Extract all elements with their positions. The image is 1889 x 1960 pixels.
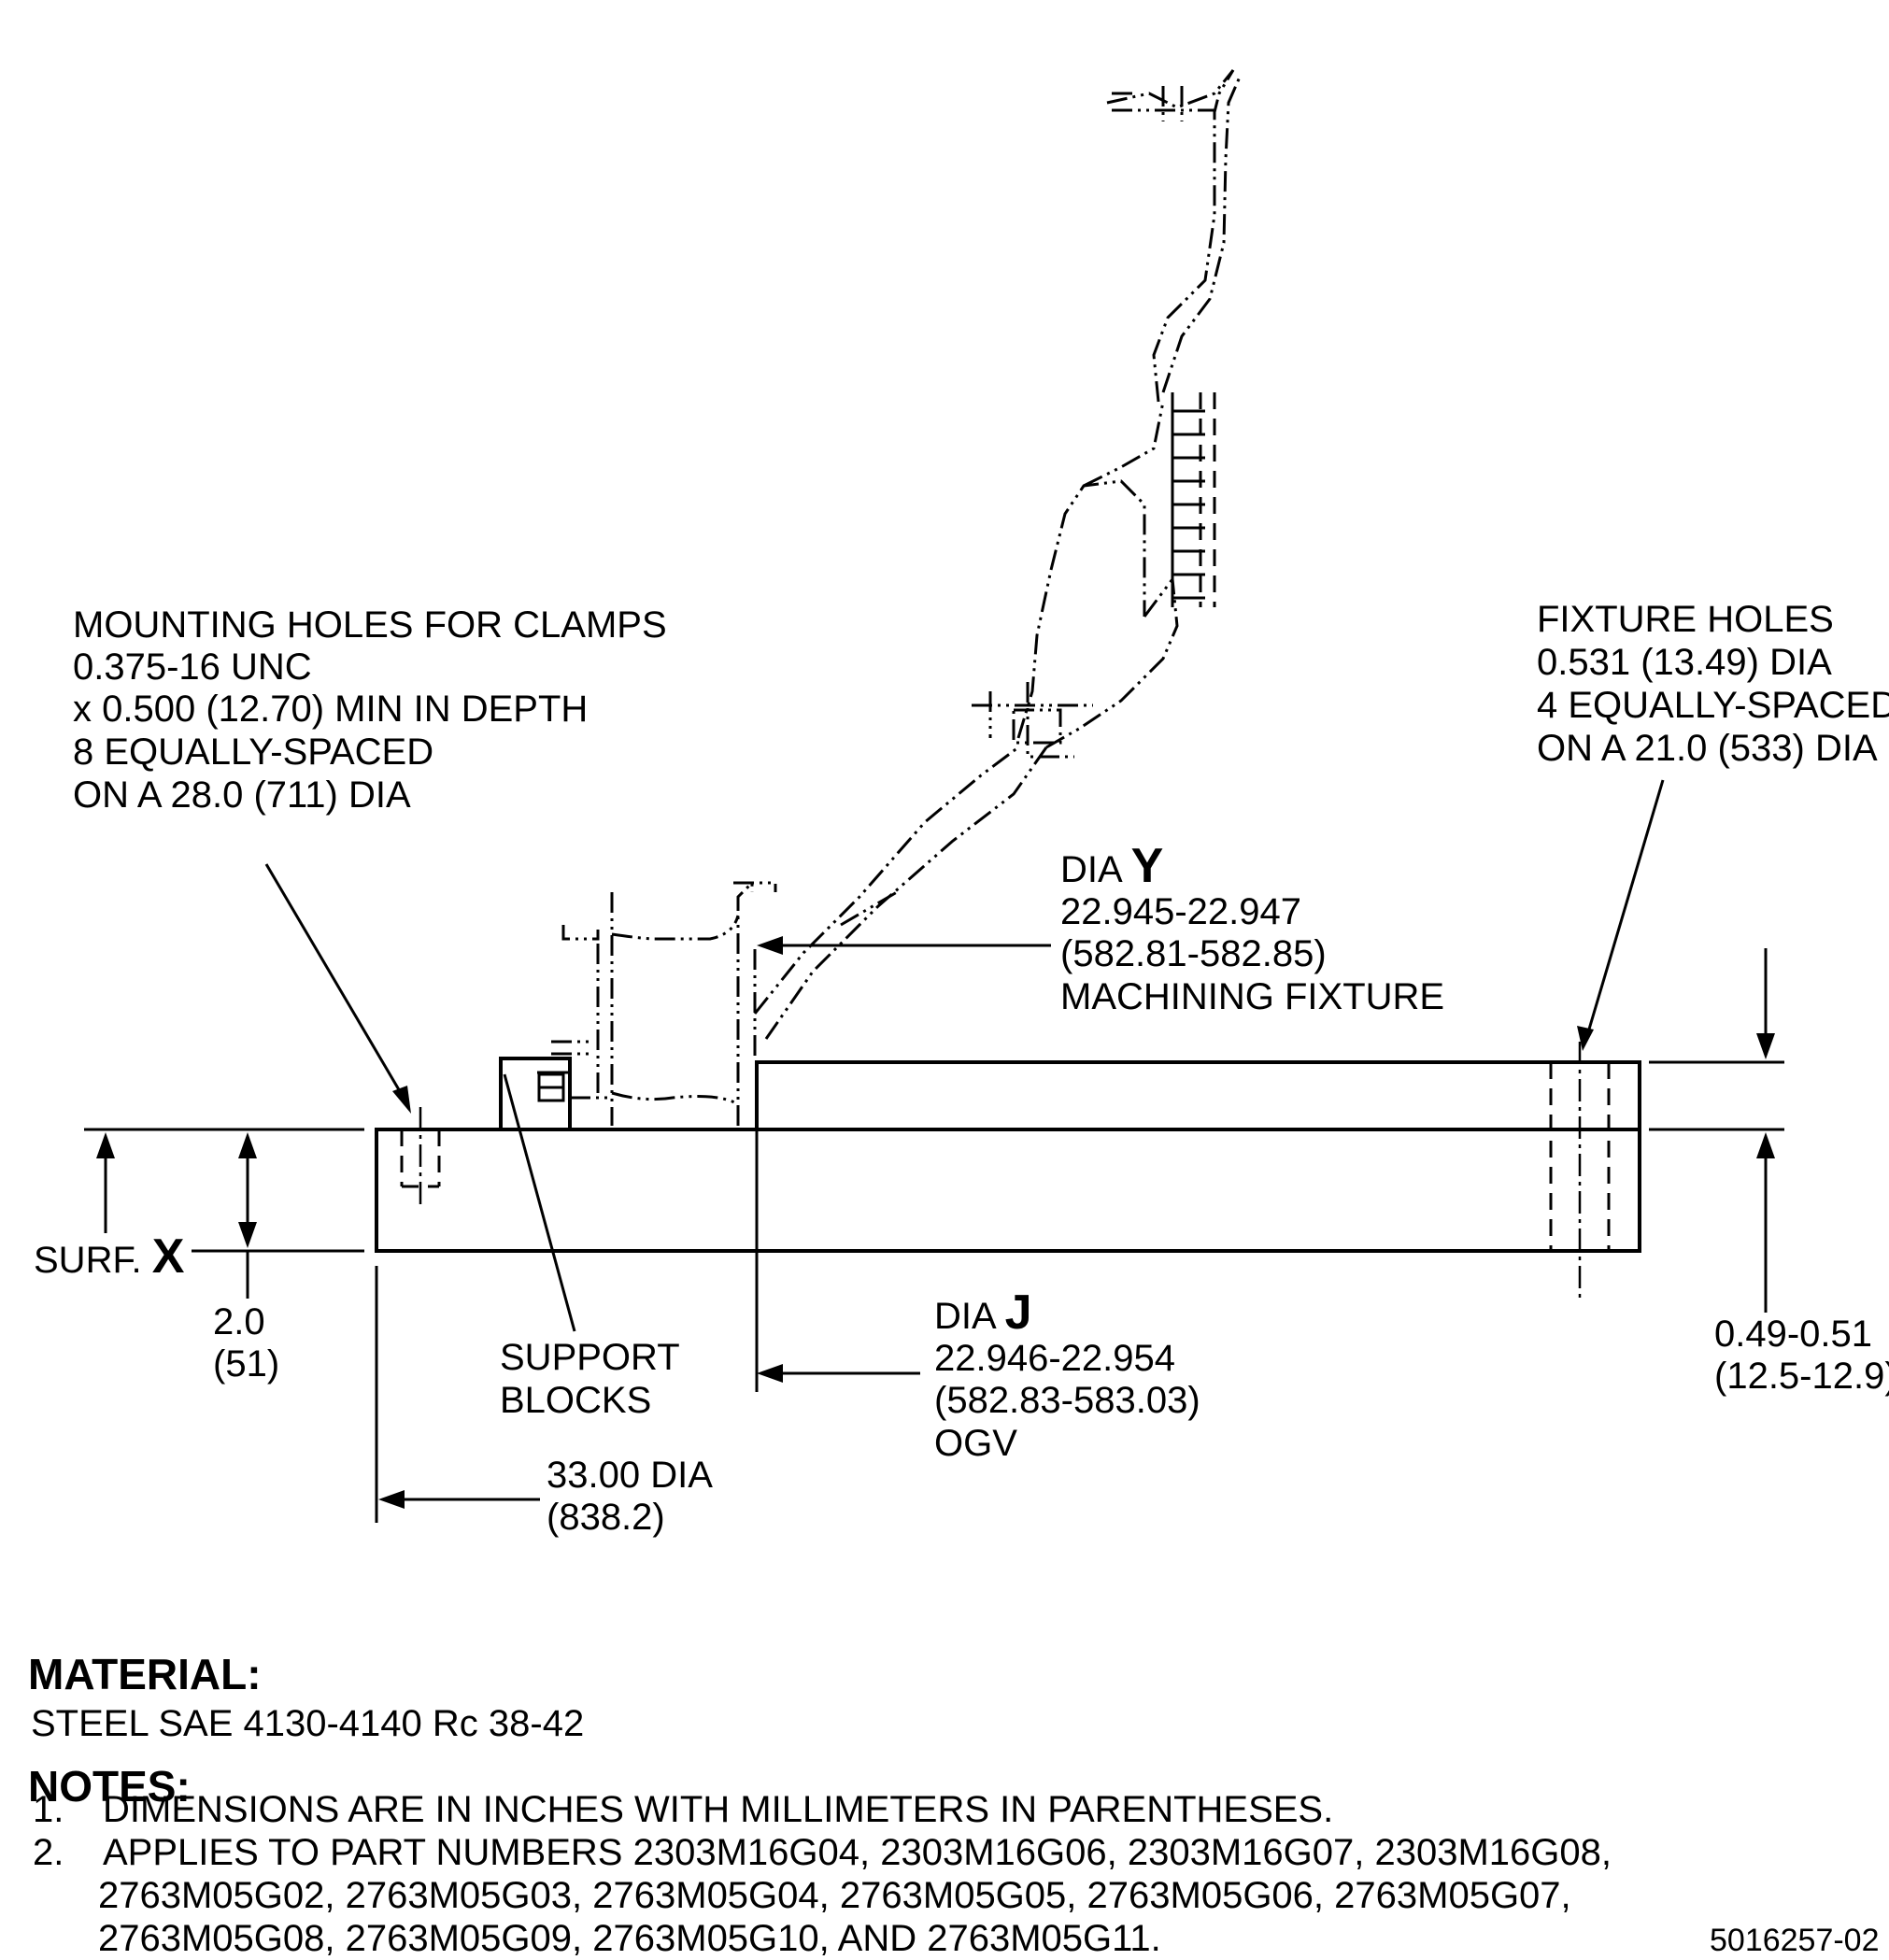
mounting-holes-callout: MOUNTING HOLES FOR CLAMPS 0.375-16 UNC x…	[73, 604, 667, 816]
note-number: 1.	[33, 1789, 64, 1830]
callout-line: ON A 28.0 (711) DIA	[73, 774, 411, 816]
dia-prefix: DIA	[934, 1296, 1005, 1337]
leaders	[96, 779, 1775, 1509]
note-number: 2.	[33, 1832, 64, 1873]
callout-line: (582.81-582.85)	[1060, 933, 1327, 974]
support-blocks-label: SUPPORT BLOCKS	[500, 1337, 680, 1421]
ogv-part-phantom	[551, 69, 1243, 1126]
callout-line: ON A 21.0 (533) DIA	[1537, 728, 1878, 769]
honeycomb-seal	[1171, 392, 1216, 607]
dimension-value: (838.2)	[547, 1497, 665, 1538]
material-text: STEEL SAE 4130-4140 Rc 38-42	[31, 1703, 584, 1744]
callout-line: FIXTURE HOLES	[1537, 599, 1834, 640]
figure-id: 5016257-02	[1710, 1923, 1880, 1958]
material-block: MATERIAL: STEEL SAE 4130-4140 Rc 38-42	[28, 1650, 584, 1744]
callout-line: 22.945-22.947	[1060, 891, 1301, 932]
thickness-dimension: 0.49-0.51 (12.5-12.9)	[1714, 1314, 1889, 1397]
dimension-value: 2.0	[213, 1301, 265, 1342]
callout-line: 4 EQUALLY-SPACED	[1537, 685, 1889, 726]
callout-line: MOUNTING HOLES FOR CLAMPS	[73, 604, 667, 646]
svg-text:DIA J: DIA J	[934, 1285, 1032, 1340]
material-title: MATERIAL:	[28, 1650, 262, 1698]
dia-prefix: DIA	[1060, 849, 1131, 890]
label-line: SUPPORT	[500, 1337, 680, 1378]
mounting-hole	[400, 1107, 441, 1210]
svg-text:DIA Y: DIA Y	[1060, 839, 1163, 893]
callout-line: 0.375-16 UNC	[73, 646, 312, 688]
height-dimension: 2.0 (51)	[213, 1301, 279, 1385]
note-text: 2763M05G08, 2763M05G09, 2763M05G10, AND …	[98, 1918, 1161, 1959]
dimension-value: (51)	[213, 1343, 279, 1385]
callout-line: MACHINING FIXTURE	[1060, 976, 1444, 1017]
callout-line: 0.531 (13.49) DIA	[1537, 642, 1832, 683]
dia-letter: J	[1005, 1285, 1032, 1340]
callout-line: (582.83-583.03)	[934, 1380, 1200, 1421]
machining-fixture-ring	[755, 1060, 1784, 1392]
outer-dia-dimension: 33.00 DIA (838.2)	[547, 1455, 713, 1538]
dimension-value: 0.49-0.51	[1714, 1314, 1872, 1355]
dimension-value: 33.00 DIA	[547, 1455, 713, 1496]
notes-block: NOTES: 1. DIMENSIONS ARE IN INCHES WITH …	[28, 1762, 1612, 1959]
dia-j-callout: DIA J 22.946-22.954 (582.83-583.03) OGV	[934, 1285, 1200, 1464]
dimension-value: (12.5-12.9)	[1714, 1356, 1889, 1397]
dia-letter: Y	[1131, 839, 1164, 893]
base-plate	[84, 1128, 1641, 1523]
callout-line: 22.946-22.954	[934, 1338, 1175, 1379]
notes-title: NOTES:	[28, 1762, 191, 1811]
callout-line: OGV	[934, 1423, 1017, 1464]
note-text: APPLIES TO PART NUMBERS 2303M16G04, 2303…	[103, 1832, 1612, 1873]
dia-y-callout: DIA Y 22.945-22.947 (582.81-582.85) MACH…	[1060, 839, 1444, 1017]
surf-prefix: SURF.	[34, 1240, 152, 1281]
fixture-hole	[1549, 1042, 1611, 1303]
callout-line: 8 EQUALLY-SPACED	[73, 731, 433, 773]
fixture-holes-callout: FIXTURE HOLES 0.531 (13.49) DIA 4 EQUALL…	[1537, 599, 1889, 769]
surf-letter: X	[152, 1229, 185, 1284]
surf-x-label: SURF. X	[34, 1229, 185, 1284]
note-text: 2763M05G02, 2763M05G03, 2763M05G04, 2763…	[98, 1875, 1571, 1916]
svg-text:SURF. X: SURF. X	[34, 1229, 185, 1284]
support-block	[499, 1057, 572, 1129]
callout-line: x 0.500 (12.70) MIN IN DEPTH	[73, 689, 588, 730]
note-text: DIMENSIONS ARE IN INCHES WITH MILLIMETER…	[103, 1789, 1333, 1830]
label-line: BLOCKS	[500, 1380, 651, 1421]
